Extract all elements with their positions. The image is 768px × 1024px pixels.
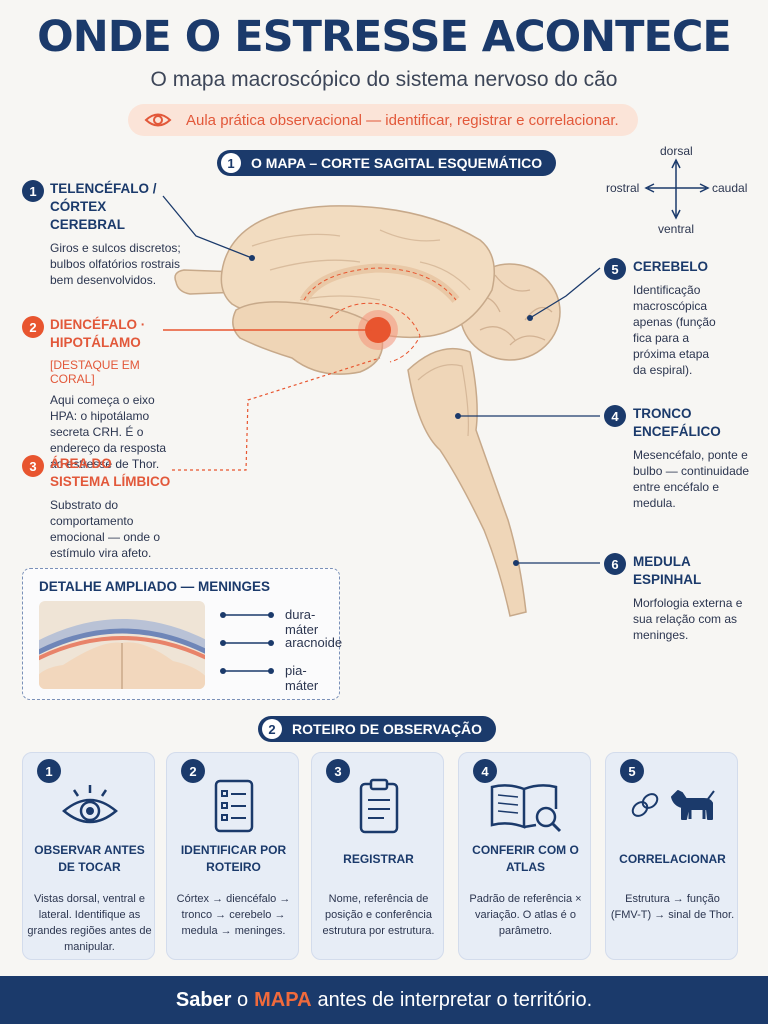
compass-ventral: ventral — [658, 222, 695, 236]
meninges-label-pia: pia-máter — [285, 663, 319, 693]
step-number: 1 — [37, 759, 61, 783]
step-number: 3 — [326, 759, 350, 783]
compass-arrows-icon — [644, 158, 710, 220]
step-title: REGISTRAR — [343, 851, 414, 866]
meninges-illustration — [39, 601, 274, 689]
page-subtitle: O mapa macroscópico do sistema nervoso d… — [150, 68, 618, 91]
compass-dorsal: dorsal — [660, 144, 693, 158]
step-desc: Estrutura → função (FMV-T) → sinal de Th… — [610, 893, 735, 921]
meninges-title: DETALHE AMPLIADO — MENINGES — [39, 579, 271, 594]
compass-caudal: caudal — [712, 181, 748, 195]
callout-desc: Aqui começa o eixo HPA: o hipotálamo sec… — [50, 393, 167, 471]
callout-number: 6 — [604, 553, 626, 575]
meninges-detail-box: DETALHE AMPLIADO — MENINGES dura-máter a… — [22, 568, 343, 700]
callout-title: MEDULA ESPINHAL — [633, 554, 702, 587]
callout-limbic: 3 ÁREA DO SISTEMA LÍMBICO Substrato do c… — [22, 455, 172, 561]
section-number: 1 — [221, 153, 241, 173]
compass-rostral: rostral — [606, 181, 640, 195]
eye-icon — [61, 785, 118, 824]
step-desc: Padrão de referência × variação. O atlas… — [469, 893, 582, 937]
step-title: CONFERIR COM O ATLAS — [472, 843, 579, 874]
step-card-observe: 1 OBSERVAR ANTES DE TOCAR Vistas dorsal,… — [22, 752, 155, 960]
callout-cerebellum: 5 CEREBELO Identificação macroscópica ap… — [604, 258, 754, 378]
callout-desc: Morfologia externa e sua relação com as … — [633, 596, 743, 642]
eye-icon — [144, 113, 172, 127]
activity-banner-text: Aula prática observacional — identificar… — [186, 111, 619, 129]
meninges-label-arachnoid: aracnoide — [285, 635, 343, 650]
callout-tag: [DESTAQUE EM CORAL] — [50, 358, 140, 386]
footer-highlight: MAPA — [254, 988, 312, 1011]
section-label: ROTEIRO DE OBSERVAÇÃO — [292, 721, 483, 737]
clipboard-icon — [359, 778, 398, 834]
meninges-label-dura: dura-máter — [285, 607, 319, 637]
section-badge-roteiro: 2 ROTEIRO DE OBSERVAÇÃO — [258, 716, 497, 742]
step-card-atlas: 4 CONFERIR COM O ATLAS Padrão de referên… — [458, 752, 591, 960]
step-title: IDENTIFICAR POR ROTEIRO — [180, 843, 287, 874]
step-desc: Córtex → diencéfalo → tronco → cerebelo … — [176, 893, 291, 937]
callout-desc: Mesencéfalo, ponte e bulbo — continuidad… — [633, 448, 750, 510]
section-number: 2 — [262, 719, 282, 739]
callout-desc: Identificação macroscópica apenas (funçã… — [633, 283, 716, 377]
callout-number: 4 — [604, 405, 626, 427]
atlas-magnifier-icon — [490, 784, 561, 833]
callout-spinal-cord: 6 MEDULA ESPINHAL Morfologia externa e s… — [604, 553, 754, 643]
callout-telencephalon: 1 TELENCÉFALO / CÓRTEX CEREBRAL Giros e … — [22, 180, 182, 288]
callout-number: 3 — [22, 455, 44, 477]
step-card-correlate: 5 CORRELACIONAR Estrutura → função (FMV-… — [605, 752, 738, 960]
hypothalamus-marker — [365, 317, 391, 343]
step-desc: Vistas dorsal, ventral e lateral. Identi… — [27, 893, 152, 953]
callout-diencephalon: 2 DIENCÉFALO · HIPOTÁLAMO [DESTAQUE EM C… — [22, 316, 182, 472]
checklist-icon — [214, 779, 253, 833]
callout-title: TELENCÉFALO / CÓRTEX CEREBRAL — [50, 181, 157, 232]
step-number: 5 — [620, 759, 644, 783]
callout-brainstem: 4 TRONCO ENCEFÁLICO Mesencéfalo, ponte e… — [604, 405, 754, 511]
callout-title: TRONCO ENCEFÁLICO — [633, 406, 721, 439]
callout-title: ÁREA DO SISTEMA LÍMBICO — [50, 456, 171, 489]
dog-chain-icon — [631, 790, 715, 820]
callout-number: 2 — [22, 316, 44, 338]
page-title: ONDE O ESTRESSE ACONTECE — [37, 12, 732, 62]
step-title: OBSERVAR ANTES DE TOCAR — [34, 843, 145, 874]
step-card-register: 3 REGISTRAR Nome, referência de posição … — [311, 752, 444, 960]
callout-title: CEREBELO — [633, 259, 709, 274]
footer-post: antes de interpretar o território. — [317, 988, 593, 1011]
hypothalamus-glow — [358, 310, 398, 350]
callout-desc: Giros e sulcos discretos; bulbos olfatór… — [50, 241, 181, 287]
cerebrum-shape — [220, 205, 495, 339]
spinal-cord-shape — [407, 347, 527, 617]
callout-number: 5 — [604, 258, 626, 280]
section-badge-map: 1 O MAPA – CORTE SAGITAL ESQUEMÁTICO — [217, 150, 557, 176]
cerebellum-shape — [459, 263, 561, 361]
activity-banner: Aula prática observacional — identificar… — [128, 104, 638, 136]
step-number: 2 — [181, 759, 205, 783]
callout-desc: Substrato do comportamento emocional — o… — [50, 498, 161, 560]
olfactory-bulb-shape — [174, 269, 241, 295]
step-number: 4 — [473, 759, 497, 783]
footer-o: o — [237, 988, 249, 1011]
step-title: CORRELACIONAR — [619, 851, 726, 866]
step-desc: Nome, referência de posição e conferênci… — [322, 893, 435, 937]
orientation-compass: dorsal ventral rostral caudal — [600, 140, 760, 240]
footer-pre: Saber — [175, 988, 232, 1011]
step-card-identify: 2 IDENTIFICAR POR ROTEIRO Córtex → dienc… — [166, 752, 299, 960]
callout-title: DIENCÉFALO · HIPOTÁLAMO — [50, 317, 146, 350]
callout-number: 1 — [22, 180, 44, 202]
section-label: O MAPA – CORTE SAGITAL ESQUEMÁTICO — [251, 155, 543, 171]
